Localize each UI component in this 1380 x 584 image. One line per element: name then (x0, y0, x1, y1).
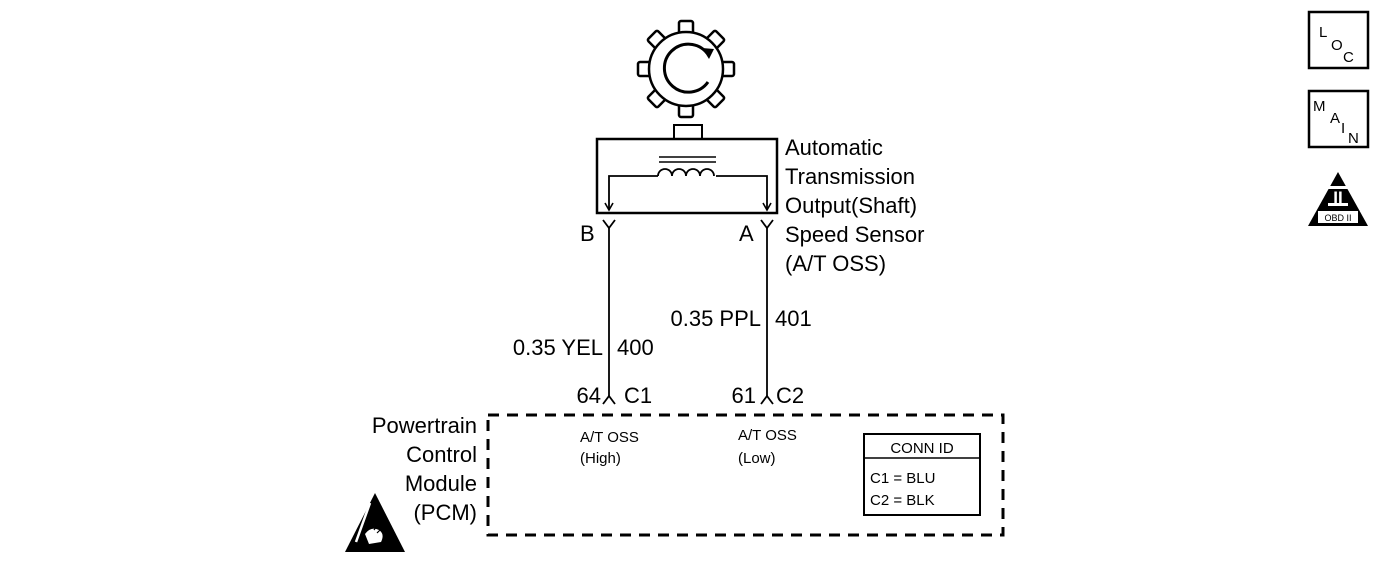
svg-text:(Low): (Low) (738, 450, 776, 467)
svg-text:Module: Module (405, 471, 477, 496)
svg-text:A/T OSS: A/T OSS (580, 429, 639, 446)
svg-text:(High): (High) (580, 450, 621, 467)
sensor-name: Automatic Transmission Output(Shaft) Spe… (785, 135, 924, 276)
svg-text:A: A (1330, 110, 1340, 127)
wire-left-circuit: 400 (617, 335, 654, 360)
esd-warning-icon (345, 493, 405, 552)
svg-text:Transmission: Transmission (785, 164, 915, 189)
svg-text:M: M (1313, 98, 1326, 115)
svg-text:Powertrain: Powertrain (372, 413, 477, 438)
wire-right (760, 219, 774, 405)
svg-text:II: II (1333, 188, 1342, 207)
svg-text:C1 = BLU: C1 = BLU (870, 470, 935, 487)
wire-right-color: 0.35 PPL (670, 306, 761, 331)
svg-text:C2 = BLK: C2 = BLK (870, 492, 935, 509)
svg-text:(A/T OSS): (A/T OSS) (785, 251, 886, 276)
svg-text:Output(Shaft): Output(Shaft) (785, 193, 917, 218)
wire-left-color: 0.35 YEL (513, 335, 603, 360)
svg-text:N: N (1348, 130, 1359, 147)
main-button[interactable]: M A I N (1307, 89, 1370, 149)
svg-text:CONN ID: CONN ID (890, 440, 954, 457)
pcm-name: Powertrain Control Module (PCM) (372, 413, 477, 525)
connector-c2: C2 (776, 383, 804, 408)
speed-sensor-body (595, 124, 779, 215)
pcm-input-low: A/T OSS (Low) (738, 427, 797, 467)
reluctor-wheel-icon (636, 19, 736, 119)
wire-left (602, 219, 616, 405)
svg-text:O: O (1331, 37, 1343, 54)
obd-ii-button[interactable]: II OBD II (1308, 172, 1368, 226)
svg-text:OBD II: OBD II (1324, 213, 1351, 223)
svg-text:L: L (1319, 24, 1327, 41)
wire-right-circuit: 401 (775, 306, 812, 331)
connector-c1: C1 (624, 383, 652, 408)
svg-text:(PCM): (PCM) (413, 500, 477, 525)
pcm-module-box (486, 413, 1005, 537)
conn-id-table: CONN ID C1 = BLU C2 = BLK (863, 433, 981, 516)
terminal-a-label: A (739, 221, 754, 246)
svg-text:C: C (1343, 49, 1354, 66)
loc-button[interactable]: L O C (1307, 10, 1370, 70)
svg-text:Speed Sensor: Speed Sensor (785, 222, 924, 247)
terminal-b-label: B (580, 221, 595, 246)
pin-61: 61 (732, 383, 756, 408)
svg-text:A/T OSS: A/T OSS (738, 427, 797, 444)
pcm-input-high: A/T OSS (High) (580, 429, 639, 467)
svg-text:Control: Control (406, 442, 477, 467)
svg-text:Automatic: Automatic (785, 135, 883, 160)
pin-64: 64 (577, 383, 601, 408)
svg-text:I: I (1341, 120, 1345, 137)
